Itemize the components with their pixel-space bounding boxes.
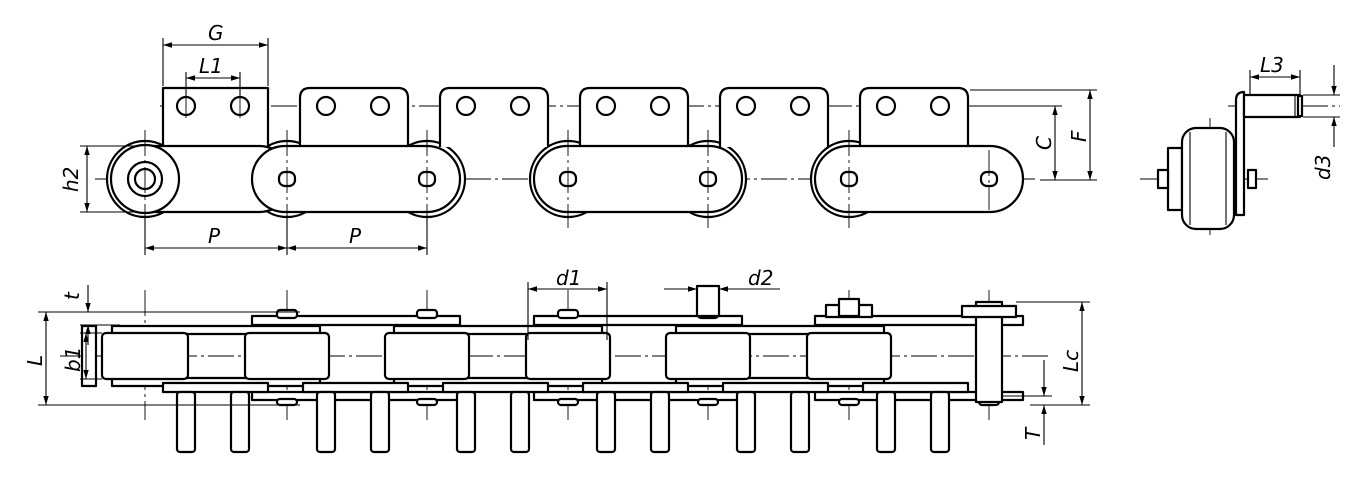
dimension-c-f: C F (970, 89, 1097, 181)
vertical-centerlines (144, 92, 990, 228)
projecting-studs (175, 390, 951, 454)
dimension-lc: Lc (1016, 301, 1090, 406)
dimension-pitch: P P (144, 215, 428, 255)
label-t: t (60, 291, 84, 300)
label-d1: d1 (556, 266, 581, 290)
label-T: T (1021, 426, 1045, 440)
label-c: C (1032, 136, 1056, 150)
label-p-2: P (349, 224, 362, 248)
attachment-holes (175, 95, 951, 117)
top-view: t L b1 d1 d2 Lc (23, 266, 1090, 454)
extended-pin-nut (824, 297, 874, 319)
dimension-l1: L1 (185, 54, 241, 96)
label-l1: L1 (199, 54, 223, 78)
dimension-h2: h2 (59, 145, 140, 213)
dimension-d1: d1 (527, 266, 608, 340)
dimension-g: G (162, 21, 269, 86)
top-rollers (100, 331, 893, 381)
link-plates (109, 143, 1025, 215)
dimension-d3: d3 (1303, 65, 1340, 180)
dimension-b1: b1 (61, 332, 102, 380)
side-view: G L1 h2 P P (59, 21, 1097, 255)
label-l: L (23, 355, 47, 366)
label-d3: d3 (1311, 155, 1335, 180)
label-f: F (1067, 130, 1091, 142)
label-g: G (208, 21, 224, 45)
label-lc: Lc (1059, 350, 1083, 372)
chain-pins (126, 160, 999, 198)
label-d2: d2 (748, 266, 773, 290)
label-p-1: P (208, 224, 221, 248)
attachment-plates-top-view (161, 381, 970, 394)
end-view: L3 d3 (1140, 53, 1340, 235)
long-pin (960, 300, 1018, 404)
dimension-l3: L3 (1249, 53, 1301, 96)
label-h2: h2 (59, 167, 83, 192)
dimension-T: T (1003, 360, 1052, 445)
label-b1: b1 (61, 347, 85, 372)
label-l3: L3 (1260, 53, 1284, 77)
dimension-l: L (23, 311, 300, 406)
dimension-d2: d2 (664, 266, 780, 292)
stud-d2 (695, 284, 721, 318)
